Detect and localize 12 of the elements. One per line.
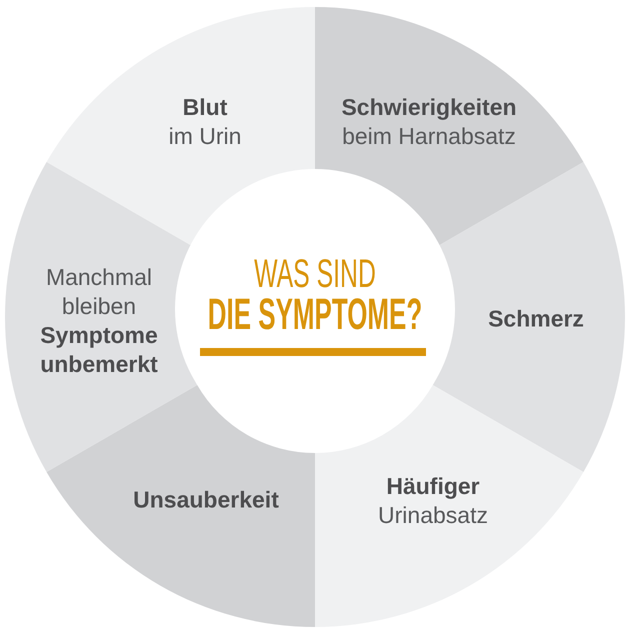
symptom-text: Manchmal bleiben (44, 263, 154, 321)
symptom-heading: Unsauberkeit (133, 486, 279, 514)
symptom-text: im Urin (168, 122, 242, 151)
heading-text: DIE SYMPTOME? (208, 293, 422, 337)
symptom-text: beim Harnabsatz (342, 122, 516, 151)
symptom-heading: Blut (182, 93, 228, 122)
symptom-heading: Symptome unbemerkt (39, 321, 159, 379)
symptom-heading: Schmerz (488, 304, 584, 334)
symptom-text: Urinabsatz (378, 501, 488, 530)
heading-text: WAS SIND (254, 254, 376, 294)
symptom-heading: Schwierigkeiten (341, 93, 517, 122)
symptom-heading: Häufiger (386, 472, 480, 501)
